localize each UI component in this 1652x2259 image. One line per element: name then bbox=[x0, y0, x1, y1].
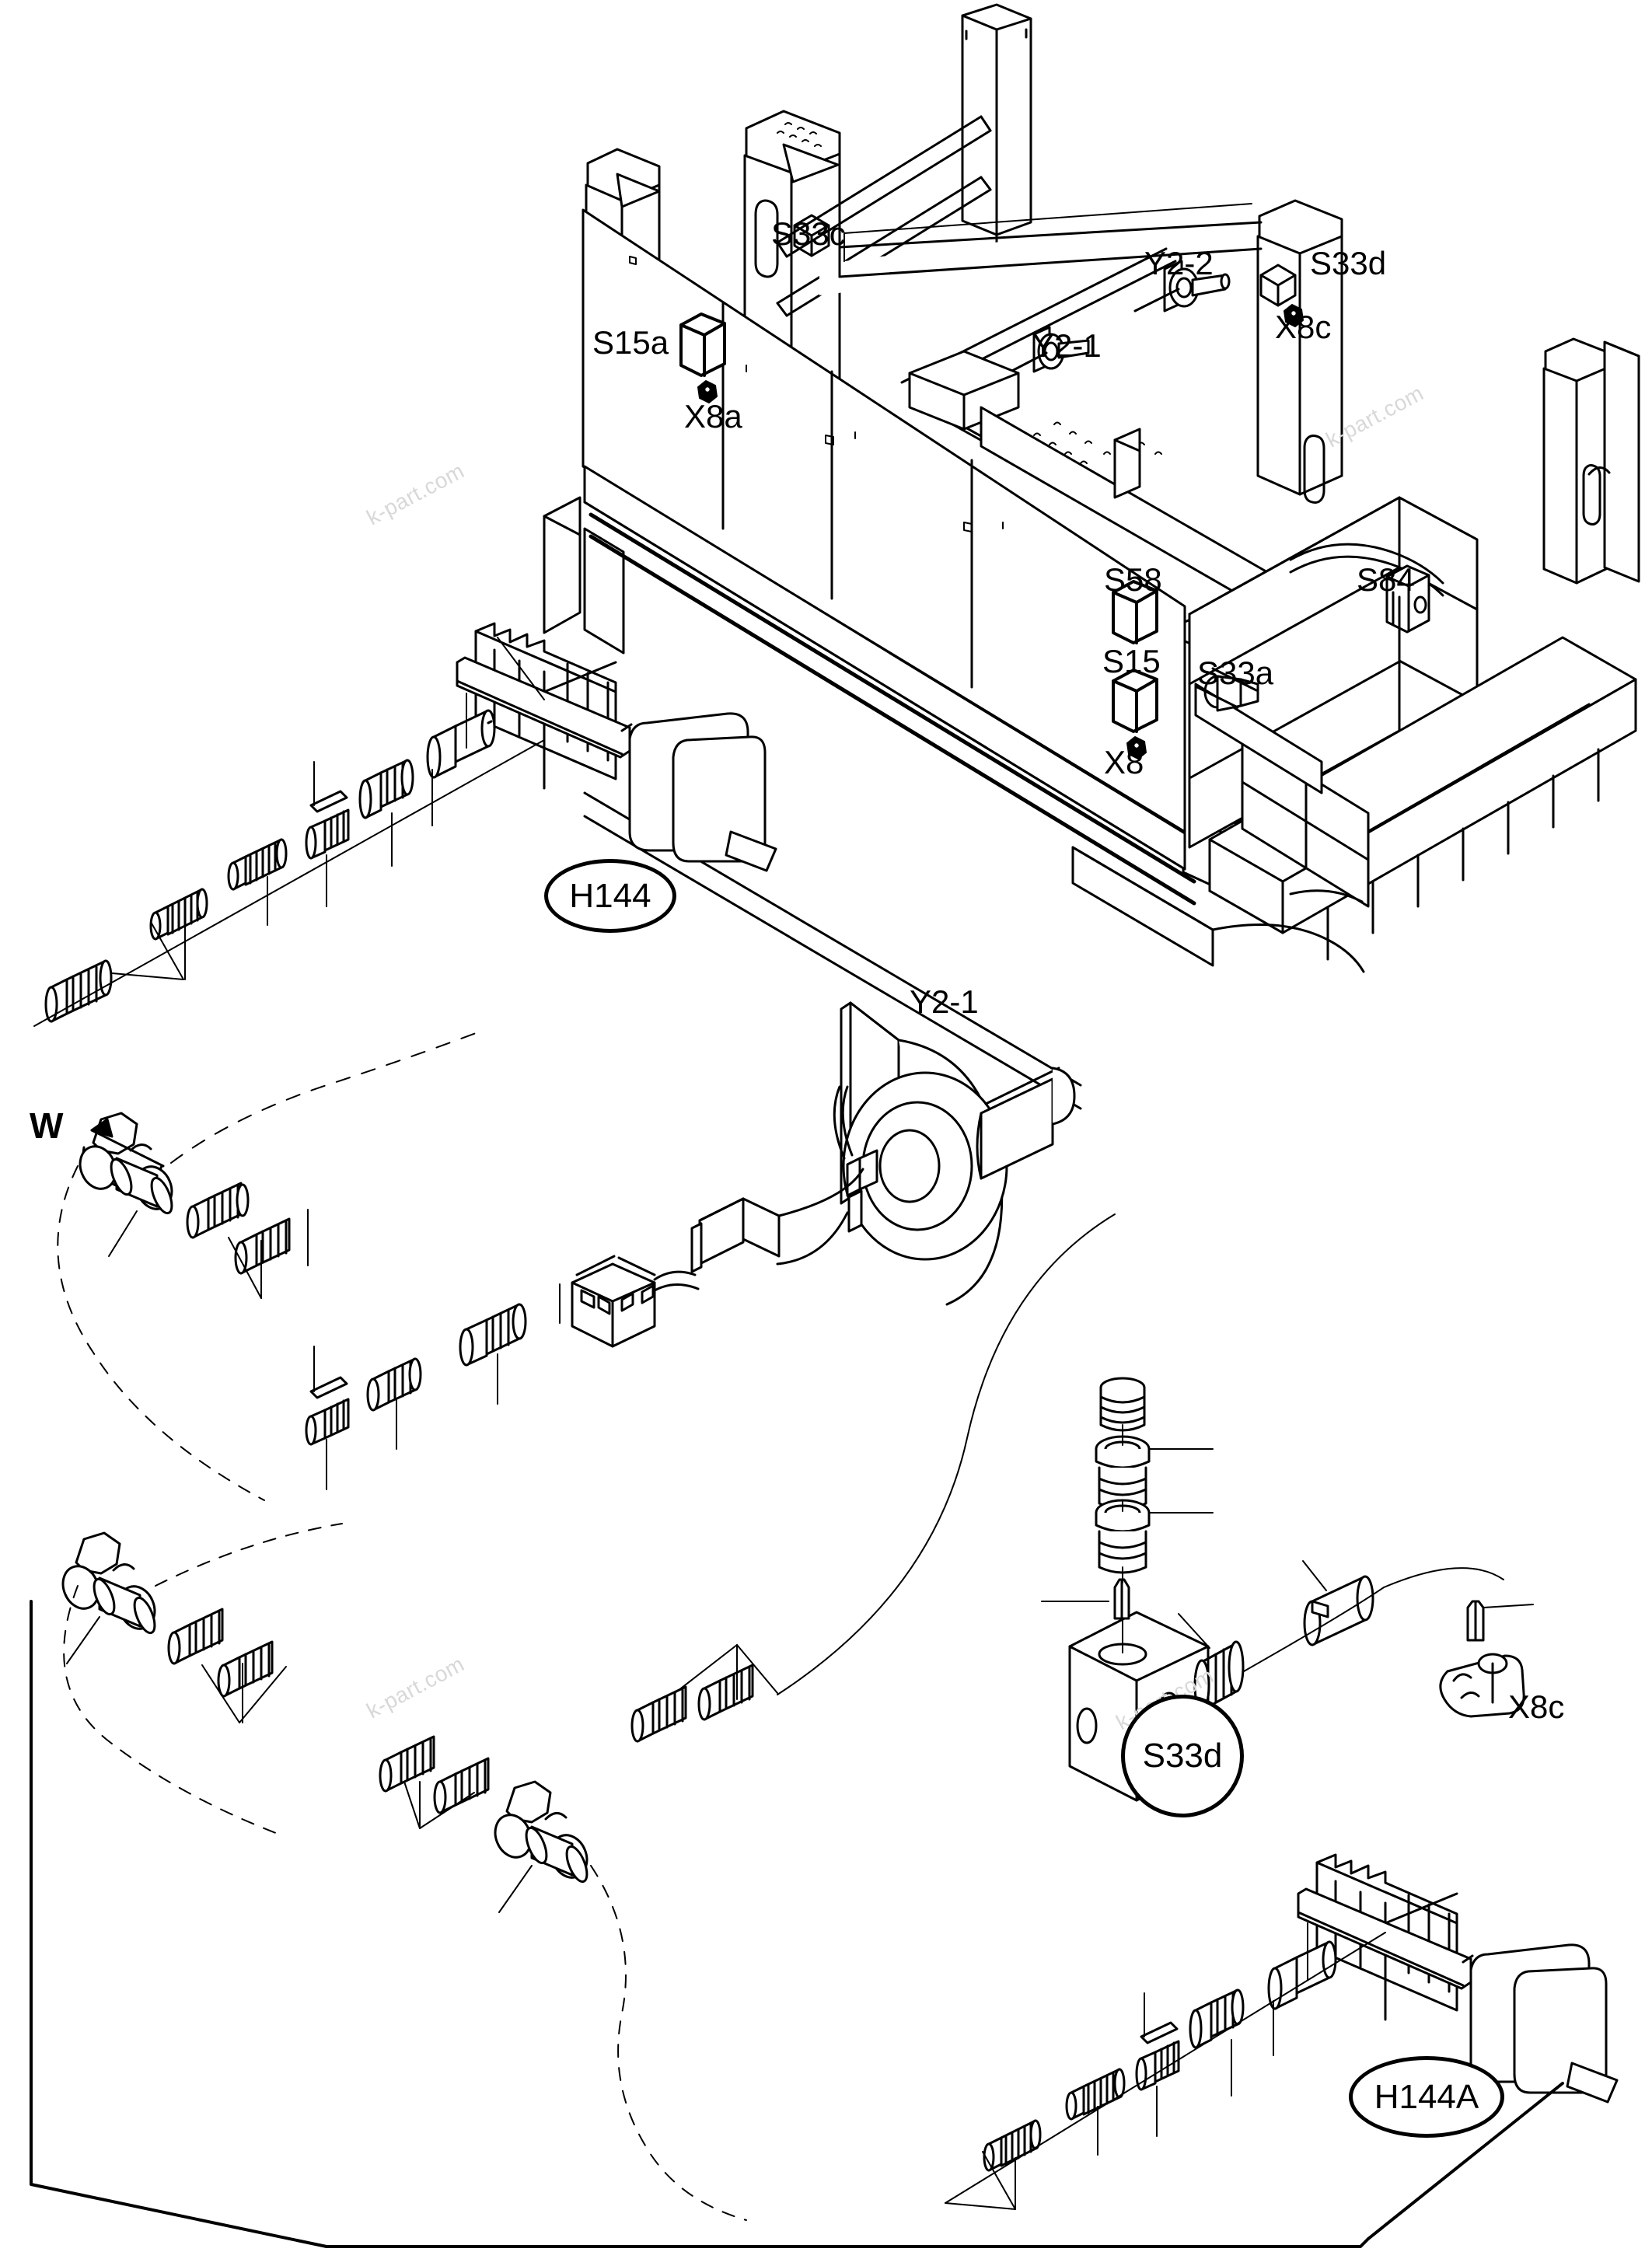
callout-label-x8c-frame: X8c bbox=[1275, 309, 1332, 345]
diagram-border-guide bbox=[30, 1600, 1564, 2248]
direction-label-w: W bbox=[30, 1105, 64, 1146]
frame-structure bbox=[543, 3, 1640, 1110]
y2-1-detail bbox=[305, 1001, 1076, 1490]
w-routing-subassembly bbox=[57, 1030, 1116, 2221]
s33a-fitting bbox=[1196, 667, 1259, 712]
callout-label-s84: S84 bbox=[1357, 561, 1415, 598]
y2-1-actuator bbox=[1006, 326, 1090, 375]
detail-label-y2-1: Y2-1 bbox=[910, 983, 979, 1020]
badge-h144: H144 bbox=[544, 859, 676, 933]
callout-label-s33a: S33a bbox=[1197, 655, 1274, 691]
callout-label-s15a: S15a bbox=[592, 324, 669, 361]
badge-h144a: H144A bbox=[1349, 2056, 1504, 2138]
callout-label-s58: S58 bbox=[1104, 561, 1162, 598]
s84-module bbox=[1385, 564, 1430, 634]
callout-label-s33c: S33c bbox=[771, 215, 846, 252]
callout-label-y2-2: Y2-2 bbox=[1144, 245, 1214, 281]
detail-label-x8c: X8c bbox=[1508, 1688, 1565, 1725]
callout-label-s33d-frame: S33d bbox=[1310, 245, 1387, 281]
h144-subassembly bbox=[33, 622, 777, 1027]
y2-2-actuator bbox=[1133, 260, 1231, 312]
h144a-subassembly bbox=[945, 1853, 1619, 2210]
callout-label-s15: S15 bbox=[1102, 643, 1161, 679]
callout-label-x8a: X8a bbox=[684, 398, 742, 435]
badge-s33d: S33d bbox=[1121, 1695, 1244, 1817]
callout-label-x8: X8 bbox=[1104, 744, 1144, 780]
callout-label-y2-1-frame: Y2-1 bbox=[1032, 327, 1102, 364]
s33d-valve-subassembly bbox=[1041, 1377, 1534, 1802]
